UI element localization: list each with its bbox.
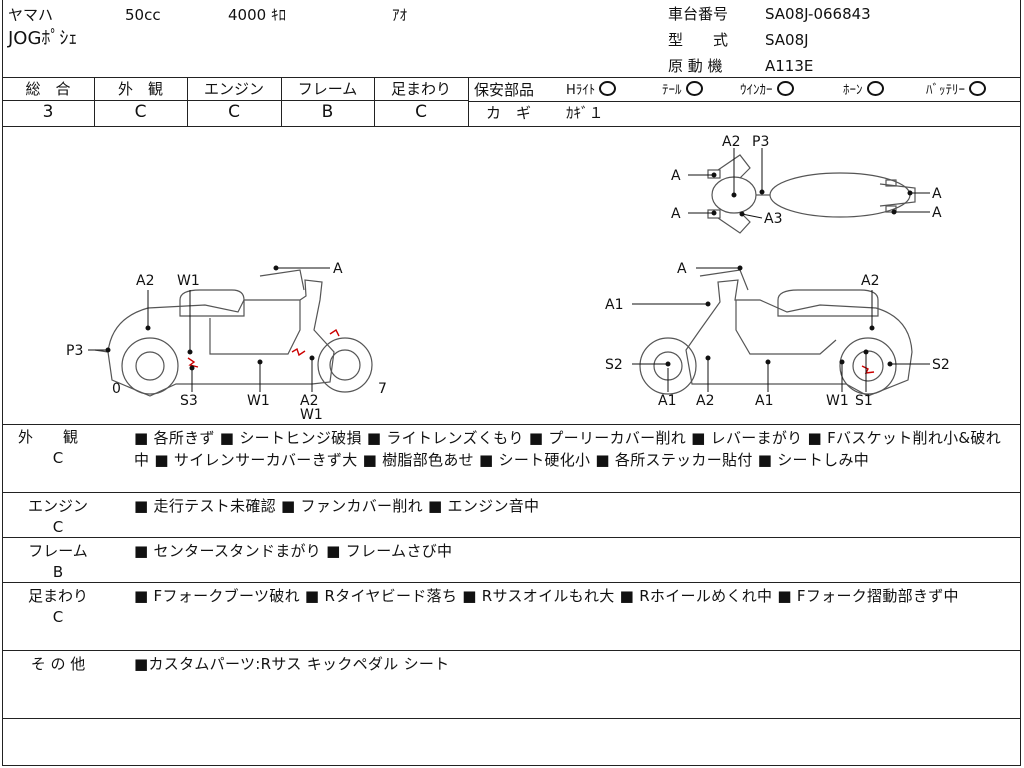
diagram-label: A (671, 206, 681, 222)
circle-mark-icon (866, 81, 884, 96)
type-label: 型 式 (668, 31, 729, 49)
notes-grade-frame: B (52, 563, 64, 581)
engine-label: 原 動 機 (668, 57, 723, 75)
diagram-label: S1 (855, 393, 873, 409)
type-value: SA08J (765, 31, 809, 49)
grade-value-overall: 3 (42, 102, 54, 122)
safety-tail: ﾃｰﾙ (662, 81, 703, 100)
safety-battery: ﾊﾞｯﾃﾘｰ (926, 81, 986, 100)
notes-label-exterior: 外 観 (17, 428, 78, 446)
grade-label-overall: 総 合 (25, 80, 71, 98)
circle-mark-icon (969, 81, 986, 96)
leader-lines (88, 148, 930, 392)
diagram-label: A2 (861, 273, 879, 289)
scooter-right-view (639, 269, 913, 397)
diagram-label: A (333, 261, 343, 277)
grade-label-engine: エンジン (203, 80, 264, 98)
circle-mark-icon (685, 81, 703, 96)
diagram-label: W1 (300, 407, 323, 423)
diagram-label: A1 (658, 393, 676, 409)
diagram-label: A (932, 205, 942, 221)
notes-text-exterior: ■ 各所きず ■ シートヒンジ破損 ■ ライトレンズくもり ■ プーリーカバー削… (134, 429, 1002, 469)
diagram-label: 7 (378, 381, 387, 397)
grade-value-suspension: C (415, 102, 427, 122)
diagram-label: A2 (136, 273, 154, 289)
diagram-label: A2 (722, 134, 740, 150)
damage-marks (187, 328, 875, 374)
notes-text-engine: ■ 走行テスト未確認 ■ ファンカバー削れ ■ エンジン音中 (134, 497, 540, 515)
diagram-label: W1 (826, 393, 849, 409)
grade-value-engine: C (228, 102, 240, 122)
safety-horn: ﾎｰﾝ (843, 81, 884, 100)
diagram-label: A (932, 186, 942, 202)
grade-label-exterior: 外 観 (117, 80, 163, 98)
notes-label-engine: エンジン (27, 497, 88, 515)
grade-value-exterior: C (134, 102, 147, 122)
engine-value: A113E (765, 57, 814, 75)
grade-value-frame: B (321, 102, 334, 122)
scooter-top-view (707, 154, 916, 234)
notes-text-other: ■カスタムパーツ:Rサス キックペダル シート (134, 655, 450, 673)
notes-text-frame: ■ センタースタンドまがり ■ フレームさび中 (134, 542, 453, 560)
diagram-label: S2 (605, 357, 623, 373)
diagram-label: W1 (247, 393, 270, 409)
safety-winker: ｳｲﾝｶｰ (740, 81, 794, 100)
notes-label-other: そ の 他 (30, 655, 86, 673)
grade-label-frame: フレーム (297, 80, 358, 98)
diagram-label: P3 (66, 343, 83, 359)
displacement: 50cc (125, 6, 161, 24)
diagram-label: W1 (177, 273, 200, 289)
color: ｱｵ (392, 6, 408, 24)
diagram-label: P3 (752, 134, 769, 150)
frame-no: SA08J-066843 (765, 5, 871, 23)
scooter-left-view (94, 269, 373, 397)
safety-label: 保安部品 (474, 81, 535, 99)
diagram-label: A2 (696, 393, 714, 409)
circle-mark-icon (599, 81, 617, 96)
diagram-label: A3 (764, 211, 782, 227)
diagram-label: 0 (112, 381, 121, 397)
model-name: JOGﾎﾟｼｪ (8, 28, 78, 49)
notes-grade-engine: C (52, 518, 64, 536)
key-label: カ ギ (486, 104, 532, 122)
notes-grade-suspension: C (52, 608, 64, 626)
key-value: ｶｷﾞ１ (566, 104, 604, 122)
notes-label-frame: フレーム (28, 542, 88, 560)
mileage: 4000 ｷﾛ (228, 6, 286, 24)
notes-grade-exterior: C (52, 449, 64, 467)
diagram-label: A1 (755, 393, 773, 409)
diagram-label: A1 (605, 297, 623, 313)
notes-label-suspension: 足まわり (27, 587, 88, 605)
diagram-label: A (677, 261, 687, 277)
frame-no-label: 車台番号 (668, 5, 729, 23)
diagram-label: S3 (180, 393, 198, 409)
maker: ヤマハ (8, 6, 54, 24)
notes-text-suspension: ■ Fフォークブーツ破れ ■ Rタイヤビード落ち ■ Rサスオイルもれ大 ■ R… (134, 587, 959, 605)
diagram-label: A (671, 168, 681, 184)
circle-mark-icon (776, 81, 794, 96)
grade-label-suspension: 足まわり (390, 80, 451, 98)
diagram-label: A2 (300, 393, 318, 409)
diagram-label: S2 (932, 357, 950, 373)
damage-diagram: A2 W1 A P3 0 S3 W1 A2 W1 7 A A2 A1 S2 A1… (66, 134, 950, 423)
safety-headlight: Hﾗｲﾄ (566, 81, 617, 100)
